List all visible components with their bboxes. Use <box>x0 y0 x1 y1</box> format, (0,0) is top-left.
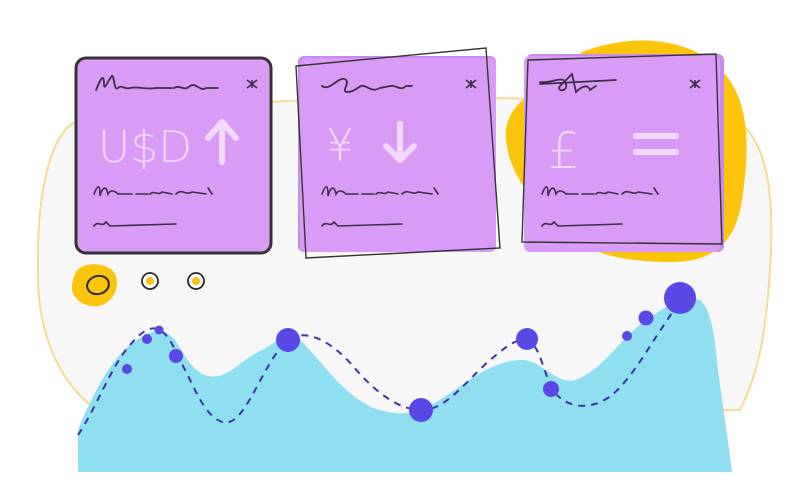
pager-dot-1[interactable] <box>85 273 111 296</box>
card-symbol: U$D <box>98 122 192 173</box>
currency-card-usd[interactable]: U$D <box>74 56 273 255</box>
close-icon[interactable] <box>246 79 258 89</box>
card-title-scribble <box>539 72 617 94</box>
chart-dot <box>154 325 164 335</box>
pager-dot-2-fill <box>146 277 154 285</box>
chart-dot <box>664 282 696 314</box>
pager-dot-3-fill <box>192 277 200 285</box>
card-text-scribble-2 <box>541 220 623 227</box>
card-body <box>524 56 720 252</box>
card-body <box>74 56 273 255</box>
chart-line <box>77 297 681 436</box>
card-outline <box>521 53 723 245</box>
card-text-scribble <box>321 185 439 197</box>
card-text-scribble-2 <box>321 220 403 227</box>
card-title-scribble <box>95 75 219 91</box>
equals-icon <box>633 133 679 155</box>
chart-dot <box>276 328 300 352</box>
chart-dot <box>142 334 152 344</box>
pager-active-blob <box>72 264 117 307</box>
chart-dot <box>622 331 632 341</box>
card-text-scribble <box>541 185 659 197</box>
chart-dot <box>122 364 132 374</box>
currency-card-gbp[interactable]: £ <box>521 53 724 252</box>
chart-dot <box>409 398 433 422</box>
close-icon[interactable] <box>465 79 477 89</box>
card-title-scribble <box>321 77 413 93</box>
chart-dot <box>169 349 183 363</box>
close-icon[interactable] <box>689 79 701 89</box>
currency-card-yen[interactable]: ¥ <box>295 47 501 259</box>
card-text-scribble-2 <box>93 220 177 227</box>
card-outline <box>295 47 501 259</box>
card-symbol: ¥ <box>326 120 354 171</box>
pager <box>72 264 205 307</box>
chart-dot <box>516 328 538 350</box>
chart-area <box>78 299 732 472</box>
chart-dot <box>638 310 654 326</box>
card-symbol: £ <box>548 122 580 180</box>
card-text-scribble <box>93 185 213 197</box>
arrow-up-icon <box>205 119 239 165</box>
chart-dot <box>543 381 559 397</box>
arrow-down-icon <box>383 121 417 163</box>
chart-dots <box>122 282 696 422</box>
